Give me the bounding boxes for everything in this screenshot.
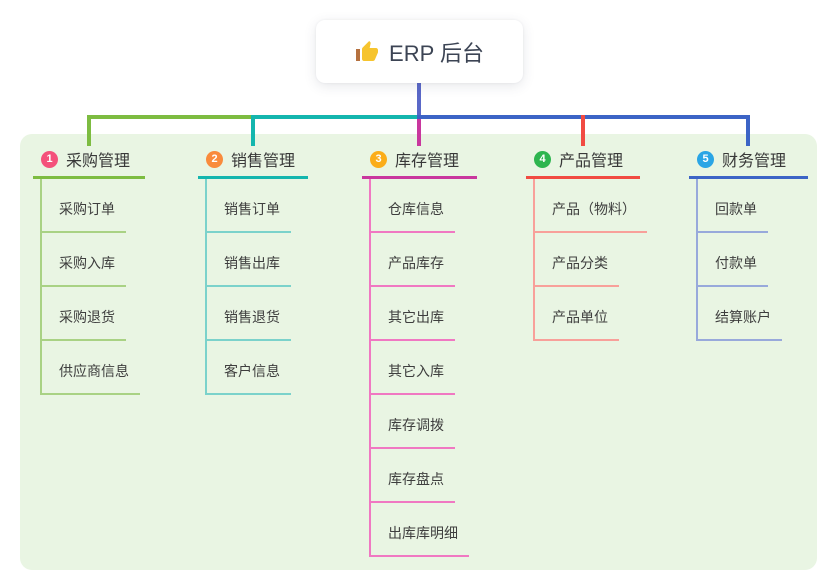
- branch-number-badge: 1: [41, 150, 58, 168]
- branch-child-item[interactable]: 回款单: [698, 179, 768, 233]
- thumbs-up-icon: [355, 40, 379, 64]
- branch-child-item[interactable]: 付款单: [698, 233, 768, 287]
- branch-number-badge: 3: [370, 150, 387, 168]
- branch-number-badge: 2: [206, 150, 223, 168]
- branch-child-item[interactable]: 产品单位: [535, 287, 619, 341]
- branch-child-item[interactable]: 采购入库: [42, 233, 126, 287]
- branch-child-item[interactable]: 采购订单: [42, 179, 126, 233]
- branch-column-4: 4 产品管理产品（物料）产品分类产品单位: [526, 134, 647, 341]
- branch-child-item[interactable]: 产品分类: [535, 233, 619, 287]
- branch-children: 销售订单销售出库销售退货客户信息: [205, 179, 308, 395]
- branch-title-2[interactable]: 2 销售管理: [198, 134, 308, 179]
- branch-child-item[interactable]: 客户信息: [207, 341, 291, 395]
- branch-child-item[interactable]: 库存盘点: [371, 449, 455, 503]
- branch-child-item[interactable]: 其它入库: [371, 341, 455, 395]
- branch-child-item[interactable]: 结算账户: [698, 287, 782, 341]
- connector-branch-drop: [417, 119, 421, 146]
- branch-title-label: 产品管理: [559, 153, 624, 170]
- connector-root-drop: [417, 83, 421, 115]
- mindmap-panel: [20, 134, 817, 570]
- branch-title-4[interactable]: 4 产品管理: [526, 134, 640, 179]
- branch-child-item[interactable]: 销售订单: [207, 179, 291, 233]
- branch-child-item[interactable]: 其它出库: [371, 287, 455, 341]
- branch-column-2: 2 销售管理销售订单销售出库销售退货客户信息: [198, 134, 308, 395]
- connector-branch-drop: [746, 115, 750, 146]
- branch-title-1[interactable]: 1 采购管理: [33, 134, 145, 179]
- branch-child-item[interactable]: 仓库信息: [371, 179, 455, 233]
- connector-bus-segment: [87, 115, 253, 119]
- branch-title-label: 库存管理: [395, 153, 460, 170]
- branch-title-label: 财务管理: [722, 153, 787, 170]
- branch-children: 仓库信息产品库存其它出库其它入库库存调拨库存盘点出库库明细: [369, 179, 477, 557]
- branch-column-3: 3 库存管理仓库信息产品库存其它出库其它入库库存调拨库存盘点出库库明细: [362, 134, 477, 557]
- branch-child-item[interactable]: 产品库存: [371, 233, 455, 287]
- branch-title-label: 销售管理: [231, 153, 296, 170]
- branch-number-badge: 5: [697, 150, 714, 168]
- branch-title-label: 采购管理: [66, 153, 131, 170]
- branch-title-5[interactable]: 5 财务管理: [689, 134, 808, 179]
- branch-child-item[interactable]: 产品（物料）: [535, 179, 647, 233]
- connector-branch-drop: [251, 115, 255, 146]
- branch-child-item[interactable]: 销售退货: [207, 287, 291, 341]
- branch-number-badge: 4: [534, 150, 551, 168]
- branch-children: 回款单付款单结算账户: [696, 179, 808, 341]
- branch-children: 采购订单采购入库采购退货供应商信息: [40, 179, 145, 395]
- root-node[interactable]: ERP 后台: [316, 20, 523, 83]
- branch-column-1: 1 采购管理采购订单采购入库采购退货供应商信息: [33, 134, 145, 395]
- branch-child-item[interactable]: 销售出库: [207, 233, 291, 287]
- connector-branch-drop: [87, 115, 91, 146]
- branch-children: 产品（物料）产品分类产品单位: [533, 179, 647, 341]
- branch-child-item[interactable]: 采购退货: [42, 287, 126, 341]
- connector-bus-segment: [253, 115, 417, 119]
- branch-column-5: 5 财务管理回款单付款单结算账户: [689, 134, 808, 341]
- branch-child-item[interactable]: 库存调拨: [371, 395, 455, 449]
- branch-title-3[interactable]: 3 库存管理: [362, 134, 477, 179]
- root-node-label: ERP 后台: [389, 40, 484, 66]
- branch-child-item[interactable]: 出库库明细: [371, 503, 469, 557]
- branch-child-item[interactable]: 供应商信息: [42, 341, 140, 395]
- connector-branch-drop: [581, 115, 585, 146]
